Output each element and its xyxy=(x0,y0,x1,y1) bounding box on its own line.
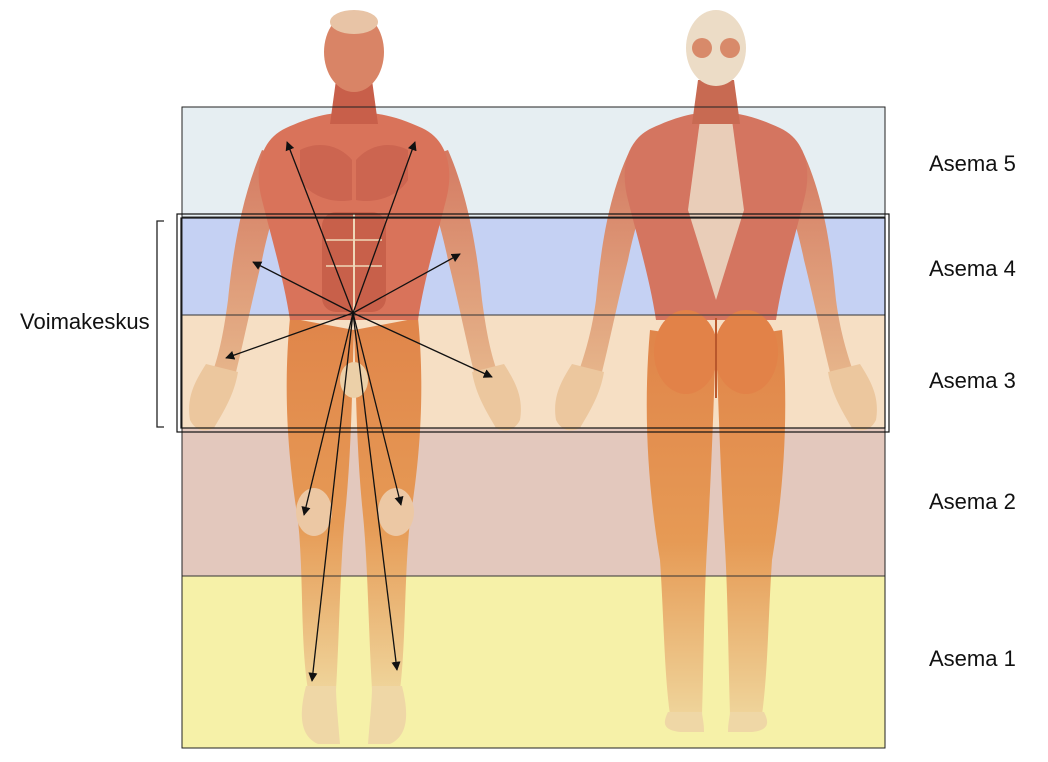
label-zone-3: Asema 3 xyxy=(929,368,1016,393)
zone-1-band xyxy=(182,576,885,748)
label-zone-1: Asema 1 xyxy=(929,646,1016,671)
label-zone-4: Asema 4 xyxy=(929,256,1016,281)
label-zone-5: Asema 5 xyxy=(929,151,1016,176)
power-center-bracket xyxy=(157,221,164,427)
label-power-center: Voimakeskus xyxy=(20,309,150,334)
label-zone-2: Asema 2 xyxy=(929,489,1016,514)
